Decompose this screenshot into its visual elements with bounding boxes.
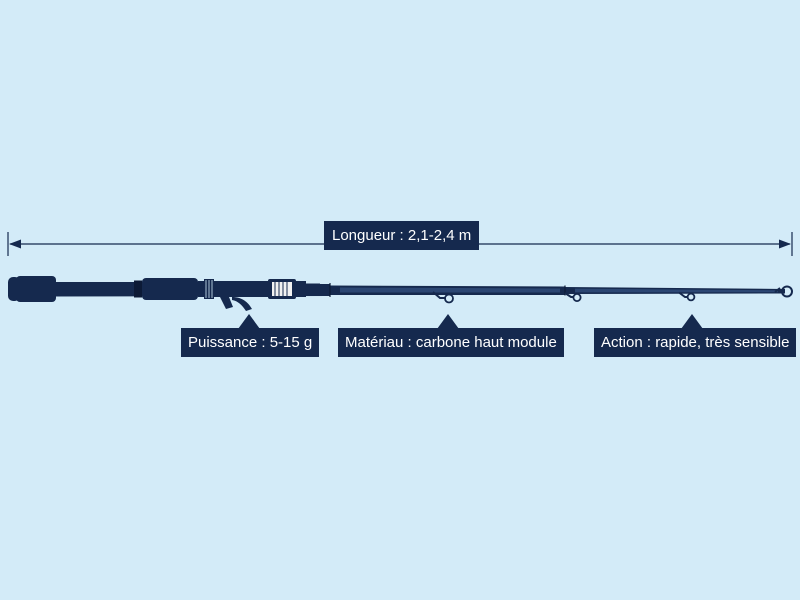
power-label: Puissance : 5-15 g xyxy=(181,328,320,357)
power-pointer xyxy=(238,314,260,329)
material-pointer xyxy=(437,314,459,329)
action-label: Action : rapide, très sensible xyxy=(594,328,797,357)
line-guide xyxy=(564,292,582,302)
material-label: Matériau : carbone haut module xyxy=(338,328,564,357)
right-arrowhead xyxy=(779,239,791,249)
left-arrowhead xyxy=(9,239,21,249)
reel-seat xyxy=(214,281,268,297)
action-pointer xyxy=(681,314,703,329)
line-guide xyxy=(432,291,454,304)
trigger xyxy=(220,297,233,309)
length-label: Longueur : 2,1-2,4 m xyxy=(324,221,480,250)
reel-seat-ring xyxy=(268,279,320,299)
line-guide xyxy=(678,291,696,302)
hood-nut xyxy=(204,279,214,299)
fore-grip xyxy=(142,278,198,300)
rod-blank xyxy=(8,276,785,311)
tip-top xyxy=(774,285,793,298)
rear-grip xyxy=(16,276,56,302)
